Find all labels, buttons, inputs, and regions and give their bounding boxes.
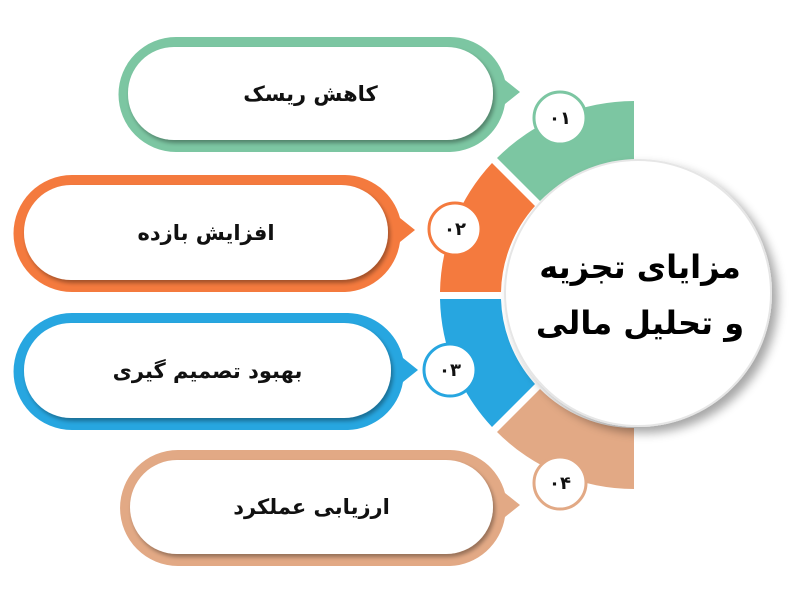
ring-segment-01 (497, 101, 634, 201)
badge-number-02: ۰۲ (444, 218, 466, 240)
item-label-01: کاهش ریسک (243, 81, 378, 106)
badge-circle-02 (427, 201, 483, 257)
center-title-line-1: مزایای تجزیه (539, 248, 741, 286)
center-circle (504, 159, 772, 427)
item-label-03: بهبود تصمیم گیری (112, 358, 303, 383)
ring-segment-03 (440, 299, 535, 427)
badge-circle-03 (422, 342, 478, 398)
center-title-line-2: و تحلیل مالی (535, 304, 745, 342)
item-label-04: ارزیابی عملکرد (233, 495, 390, 519)
ring-segment-02 (440, 163, 535, 292)
center-title: مزایای تجزیه و تحلیل مالی (510, 225, 770, 365)
item-label-02: افزایش بازده (137, 220, 275, 245)
item-box-04 (120, 450, 520, 566)
item-box-03 (13, 313, 418, 430)
badge-number-04: ۰۴ (549, 472, 571, 494)
item-box-02 (13, 175, 415, 292)
badge-circle-04 (532, 455, 588, 511)
item-box-01 (118, 37, 520, 152)
badge-number-03: ۰۳ (439, 359, 461, 381)
badge-number-01: ۰۱ (549, 107, 571, 129)
badge-circle-01 (532, 90, 588, 146)
ring-segment-04 (497, 389, 634, 489)
